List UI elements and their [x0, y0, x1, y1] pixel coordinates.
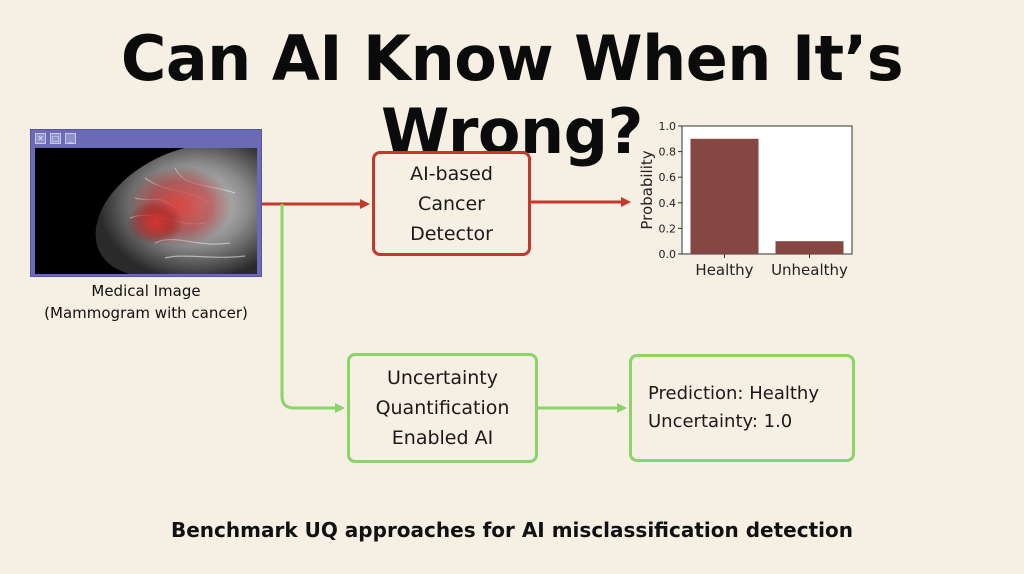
x-tick-label: Healthy [695, 261, 753, 279]
y-axis-label: Probability [638, 150, 656, 229]
arrow-image-to-uq [280, 204, 345, 413]
close-icon: ✕ [35, 133, 46, 144]
uq-ai-box: Uncertainty Quantification Enabled AI [347, 353, 538, 463]
medical-image-window: ✕ □ _ [30, 129, 262, 277]
mammogram-image [35, 148, 257, 274]
window-titlebar: ✕ □ _ [31, 130, 261, 147]
maximize-icon: □ [50, 133, 61, 144]
uq-line-3: Enabled AI [391, 427, 494, 449]
minimize-icon: _ [65, 133, 76, 144]
caption-line-1: Medical Image [91, 282, 201, 300]
detector-line-1: AI-based [410, 162, 493, 185]
bar-unhealthy [775, 241, 844, 254]
page-title: Can AI Know When It’s Wrong? [120, 22, 904, 168]
cancer-detector-box: AI-based Cancer Detector [372, 151, 531, 256]
footer-text: Benchmark UQ approaches for AI misclassi… [171, 518, 853, 542]
y-tick-label: 0.8 [659, 146, 677, 159]
y-tick-label: 0.6 [659, 171, 677, 184]
y-tick-label: 1.0 [659, 120, 677, 133]
y-tick-label: 0.4 [659, 197, 677, 210]
image-caption: Medical Image (Mammogram with cancer) [20, 280, 272, 324]
prediction-box: Prediction: Healthy Uncertainty: 1.0 [629, 354, 855, 462]
x-tick-label: Unhealthy [771, 261, 848, 279]
y-tick-label: 0.2 [659, 222, 677, 235]
uncertainty-line: Uncertainty: 1.0 [648, 411, 793, 432]
prediction-line: Prediction: Healthy [648, 383, 819, 404]
detector-line-3: Detector [410, 222, 493, 245]
y-tick-label: 0.0 [659, 248, 677, 261]
uq-line-1: Uncertainty [386, 367, 498, 389]
uq-line-2: Quantification [375, 397, 510, 419]
bar-healthy [690, 138, 759, 254]
caption-line-2: (Mammogram with cancer) [44, 304, 248, 322]
detector-line-2: Cancer [418, 192, 485, 215]
